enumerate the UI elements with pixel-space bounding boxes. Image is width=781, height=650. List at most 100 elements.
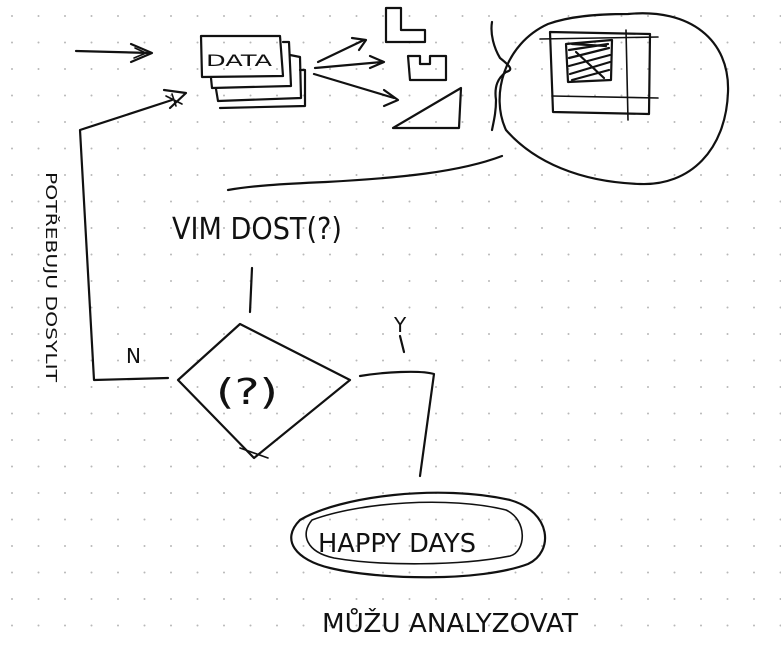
grid-dot: [753, 598, 755, 600]
grid-dot: [673, 412, 676, 415]
grid-dot: [461, 41, 464, 44]
grid-dot: [541, 147, 543, 150]
grid-dot: [408, 280, 411, 282]
grid-dot: [223, 571, 225, 574]
grid-dot: [249, 545, 252, 547]
grid-dot: [90, 121, 93, 123]
grid-dot: [64, 359, 66, 362]
grid-dot: [620, 200, 623, 203]
grid-dot: [329, 492, 331, 494]
grid-dot: [37, 280, 40, 282]
grid-dot: [249, 15, 252, 17]
grid-dot: [620, 253, 623, 256]
grid-dot: [700, 465, 702, 468]
grid-dot: [488, 253, 490, 256]
grid-dot: [700, 147, 702, 150]
grid-dot: [355, 94, 358, 97]
outcome-text: MŮŽU ANALYZOVAT: [322, 607, 578, 639]
grid-dot: [355, 227, 358, 229]
grid-dot: [223, 492, 225, 494]
result-circle: [498, 12, 730, 186]
grid-dot: [382, 253, 384, 256]
grid-dot: [329, 465, 331, 468]
grid-dot: [541, 68, 543, 70]
grid-dot: [196, 333, 199, 335]
grid-dot: [196, 624, 199, 627]
grid-dot: [117, 359, 119, 362]
grid-dot: [435, 68, 437, 70]
grid-dot: [514, 41, 517, 44]
grid-dot: [143, 439, 146, 441]
grid-dot: [567, 333, 570, 335]
grid-dot: [435, 41, 437, 44]
grid-dot: [461, 280, 464, 282]
grid-dot: [726, 253, 729, 256]
grid-dot: [753, 624, 755, 627]
grid-dot: [435, 227, 437, 229]
grid-dot: [567, 465, 570, 468]
grid-dot: [541, 15, 543, 17]
grid-dot: [700, 41, 702, 44]
grid-dot: [276, 41, 278, 44]
grid-dot: [143, 253, 146, 256]
grid-dot: [514, 253, 517, 256]
grid-dot: [143, 412, 146, 415]
grid-dot: [673, 94, 676, 97]
grid-dot: [170, 306, 172, 309]
grid-dot: [567, 280, 570, 282]
grid-dot: [382, 41, 384, 44]
grid-dot: [461, 545, 464, 547]
grid-dot: [726, 227, 729, 229]
grid-dot: [329, 200, 331, 203]
grid-dot: [541, 598, 543, 600]
grid-dot: [249, 439, 252, 441]
grid-dot: [223, 94, 225, 97]
grid-dot: [647, 412, 649, 415]
grid-dot: [329, 280, 331, 282]
grid-dot: [355, 545, 358, 547]
grid-dot: [567, 174, 570, 176]
grid-dot: [355, 15, 358, 17]
grid-dot: [435, 280, 437, 282]
grid-dot: [673, 174, 676, 176]
grid-dot: [117, 571, 119, 574]
grid-dot: [249, 174, 252, 176]
grid-dot: [355, 68, 358, 70]
grid-dot: [170, 174, 172, 176]
grid-dot: [37, 518, 40, 521]
grid-dot: [196, 439, 199, 441]
grid-dot: [249, 571, 252, 574]
grid-dot: [673, 68, 676, 70]
grid-dot: [196, 280, 199, 282]
grid-dot: [435, 306, 437, 309]
grid-dot: [11, 94, 13, 97]
grid-dot: [143, 492, 146, 494]
grid-dot: [223, 174, 225, 176]
grid-dot: [143, 280, 146, 282]
grid-dot: [461, 333, 464, 335]
grid-dot: [700, 386, 702, 388]
grid-dot: [753, 68, 755, 70]
grid-dot: [726, 121, 729, 123]
grid-dot: [355, 465, 358, 468]
grid-dot: [170, 121, 172, 123]
grid-dot: [64, 624, 66, 627]
grid-dot: [567, 306, 570, 309]
grid-dot: [514, 280, 517, 282]
grid-dot: [170, 147, 172, 150]
grid-dot: [461, 200, 464, 203]
grid-dot: [726, 518, 729, 521]
grid-dot: [276, 571, 278, 574]
grid-dot: [223, 41, 225, 44]
grid-dot: [514, 598, 517, 600]
grid-dot: [514, 200, 517, 203]
grid-dot: [170, 227, 172, 229]
grid-dot: [435, 200, 437, 203]
grid-dot: [302, 121, 305, 123]
grid-dot: [117, 121, 119, 123]
grid-dot: [37, 200, 40, 203]
grid-dot: [90, 624, 93, 627]
grid-dot: [567, 386, 570, 388]
grid-dot: [329, 439, 331, 441]
grid-dot: [620, 15, 623, 17]
